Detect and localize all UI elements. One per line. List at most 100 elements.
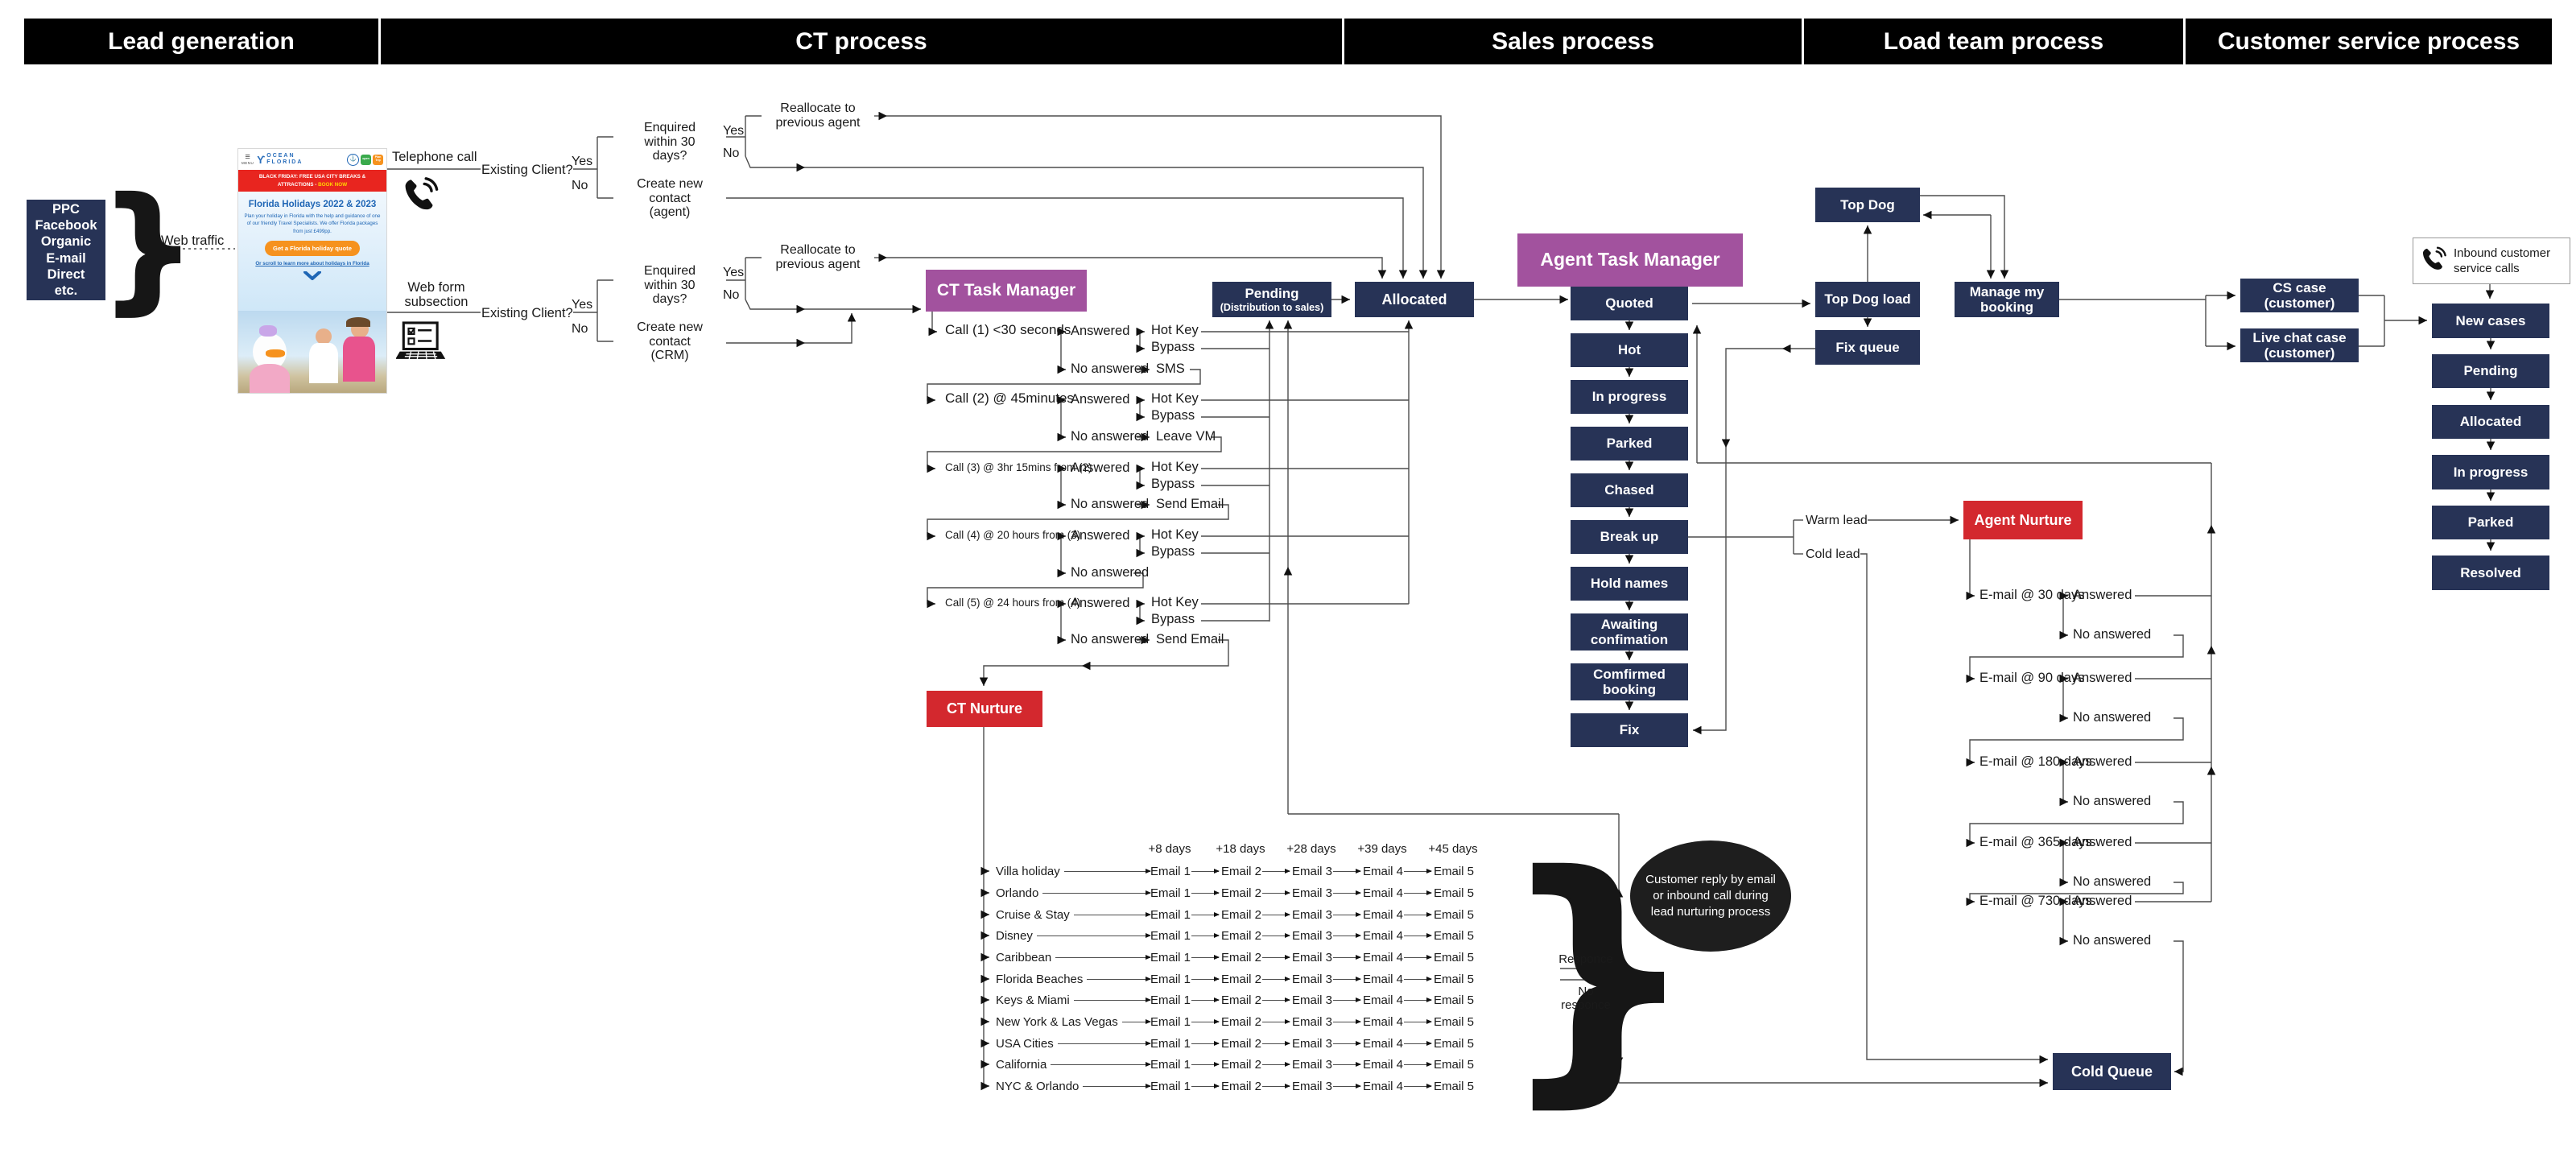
website-title: Florida Holidays 2022 & 2023 (248, 200, 377, 209)
yes-label: Yes (572, 298, 593, 312)
email-step: Email 2 (1221, 928, 1262, 943)
email-step: Email 4 (1363, 886, 1404, 900)
arrow-icon (1262, 954, 1290, 960)
node-break-up: Break up (1571, 520, 1688, 554)
email-step: Email 2 (1221, 1014, 1262, 1029)
email-grid-header: +45 days (1428, 842, 1478, 856)
answered-label: Answered (1071, 324, 1130, 338)
answered-label: Answered (2073, 835, 2132, 849)
arrow-icon (1262, 868, 1290, 874)
scroll-link[interactable]: Or scroll to learn more about holidays i… (255, 260, 369, 266)
arrow-icon (1404, 890, 1432, 895)
nurture-email-label: E-mail @ 90 days (1979, 671, 2085, 685)
call-action-send-email: Send Email (1156, 497, 1224, 511)
node-cs-new-cases: New cases (2432, 304, 2549, 338)
email-step: Email 2 (1221, 1036, 1262, 1051)
web-form-laptop-icon (395, 320, 446, 368)
hot-key-label: Hot Key (1151, 391, 1199, 406)
no-label: No (723, 147, 740, 160)
no-answered-label: No answered (2073, 627, 2152, 642)
no-label: No (723, 288, 740, 302)
email-step: Email 5 (1434, 928, 1475, 943)
email-step: Email 1 (1150, 993, 1191, 1007)
email-step: Email 1 (1150, 886, 1191, 900)
header-customer-service-process: Customer service process (2186, 19, 2552, 64)
existing-client-question-phone: Existing Client? (481, 163, 573, 177)
website-body-text: Plan your holiday in Florida with the he… (244, 213, 381, 234)
destination-label: New York & Las Vegas (996, 1014, 1118, 1029)
destination-label: Florida Beaches (996, 972, 1084, 986)
arrow-icon (1333, 954, 1361, 960)
email-step: Email 4 (1363, 972, 1404, 986)
chevron-down-icon[interactable] (242, 270, 382, 284)
email-step: Email 4 (1363, 907, 1404, 922)
plan-trip-badge[interactable]: Plan Trip (373, 154, 383, 165)
call-action-sms: SMS (1156, 361, 1185, 376)
email-step: Email 5 (1434, 1057, 1475, 1072)
create-contact-crm-label: Create new contact (CRM) (637, 320, 703, 363)
destination-label: NYC & Orlando (996, 1079, 1080, 1093)
cold-lead-label: Cold lead (1806, 547, 1860, 561)
arrow-icon (1404, 997, 1432, 1002)
destination-label: USA Cities (996, 1036, 1054, 1051)
email-step: Email 1 (1150, 1014, 1191, 1029)
node-agent-nurture: Agent Nurture (1963, 501, 2083, 539)
menu-icon[interactable]: ≡MENU (242, 152, 254, 166)
arrow-icon (1191, 997, 1220, 1002)
holiday-quote-button[interactable]: Get a Florida holiday quote (265, 240, 360, 256)
email-step: Email 5 (1434, 950, 1475, 964)
connector-line (1087, 976, 1151, 981)
bypass-label: Bypass (1151, 408, 1195, 423)
node-ct-task-manager: CT Task Manager (926, 270, 1087, 312)
email-step: Email 2 (1221, 972, 1262, 986)
call-step-label: Call (3) @ 3hr 15mins from (2) (945, 461, 1092, 473)
arrow-icon (1404, 868, 1432, 874)
arrow-icon (1333, 1040, 1361, 1046)
destination-label: Disney (996, 928, 1033, 943)
arrow-icon (1404, 1061, 1432, 1067)
hot-key-label: Hot Key (1151, 323, 1199, 337)
phone-icon (2420, 246, 2447, 277)
nurture-reply-note: Customer reply by email or inbound call … (1630, 841, 1791, 952)
award-badge-icon: ⚓ (347, 153, 359, 166)
node-manage-my-booking: Manage my booking (1955, 282, 2059, 317)
node-fix: Fix (1571, 713, 1688, 747)
connector-line (1051, 1061, 1151, 1067)
header-ct-process: CT process (381, 19, 1342, 64)
node-cs-case: CS case (customer) (2240, 279, 2359, 312)
open-badge[interactable]: open (361, 154, 371, 165)
email-step: Email 4 (1363, 1036, 1404, 1051)
email-step: Email 3 (1292, 1014, 1333, 1029)
destination-label: Orlando (996, 886, 1039, 900)
yes-label: Yes (572, 155, 593, 168)
node-hold-names: Hold names (1571, 567, 1688, 601)
connector-line (1063, 868, 1152, 874)
email-step: Email 1 (1150, 864, 1191, 878)
email-step: Email 5 (1434, 1014, 1475, 1029)
header-load-team-process: Load team process (1804, 19, 2183, 64)
email-step: Email 4 (1363, 993, 1404, 1007)
enquired-question-web: Enquired within 30 days? (643, 264, 696, 307)
lead-source-line: Facebook (35, 218, 97, 233)
web-form-label: Web form subsection (404, 280, 469, 310)
arrow-icon (1404, 954, 1432, 960)
email-step: Email 2 (1221, 1057, 1262, 1072)
connector-line (1083, 1083, 1151, 1088)
answered-label: Answered (1071, 596, 1130, 610)
email-step: Email 1 (1150, 1079, 1191, 1093)
bypass-label: Bypass (1151, 544, 1195, 559)
email-step: Email 2 (1221, 1079, 1262, 1093)
email-step: Email 5 (1434, 886, 1475, 900)
no-response-label: No responce (1561, 985, 1611, 1012)
no-answered-label: No answered (2073, 710, 2152, 725)
arrow-icon (1333, 868, 1361, 874)
existing-client-question-web: Existing Client? (481, 306, 573, 320)
hot-key-label: Hot Key (1151, 595, 1199, 609)
email-step: Email 4 (1363, 1079, 1404, 1093)
